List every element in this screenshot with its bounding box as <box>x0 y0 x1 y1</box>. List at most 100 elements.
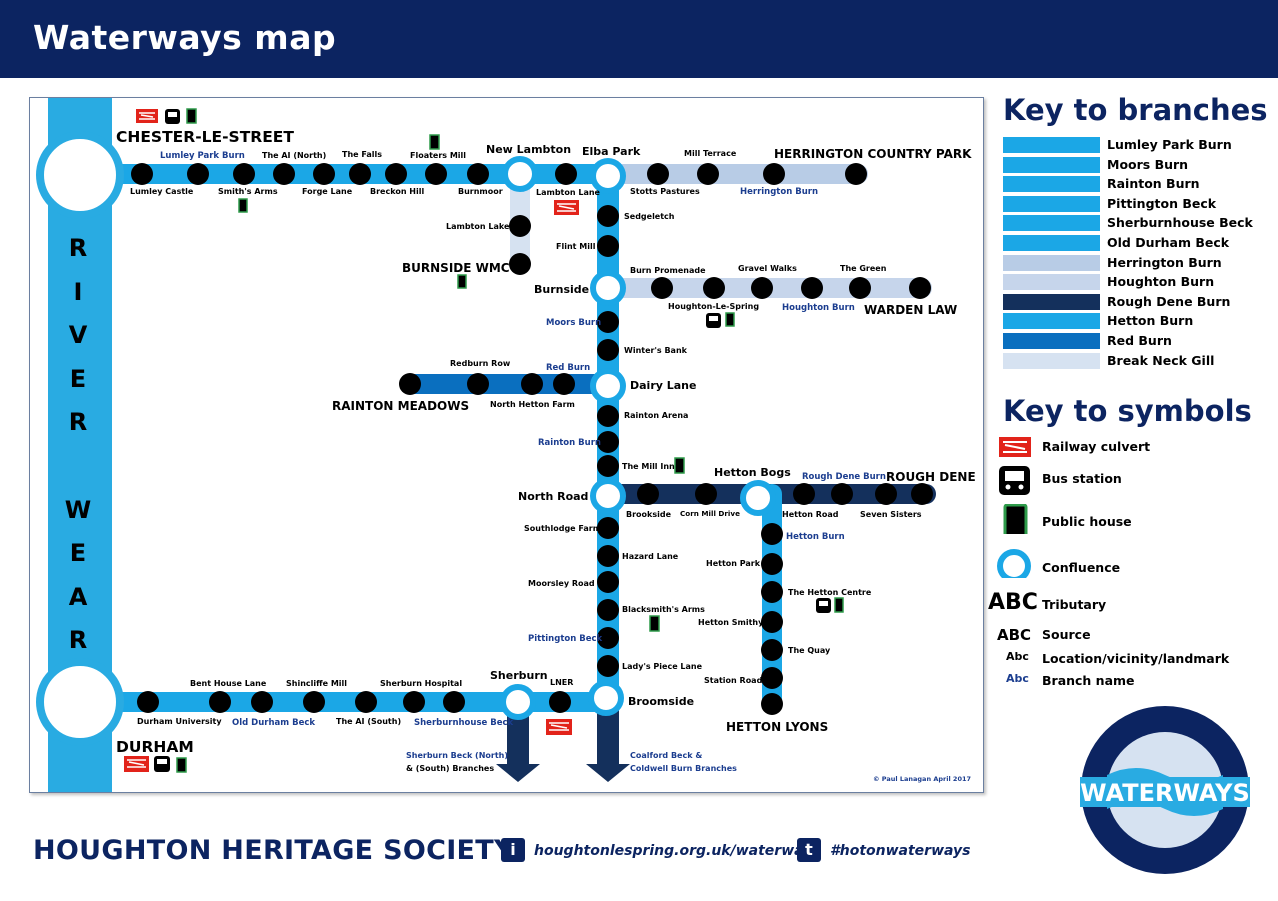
symbol-label: Confluence <box>1042 560 1121 575</box>
station-dot[interactable] <box>597 311 619 333</box>
station-dot[interactable] <box>273 163 295 185</box>
station-dot[interactable] <box>845 163 867 185</box>
station-dot[interactable] <box>597 517 619 539</box>
station-dot[interactable] <box>137 691 159 713</box>
station-dot[interactable] <box>597 455 619 477</box>
station-dot[interactable] <box>597 205 619 227</box>
station-dot[interactable] <box>911 483 933 505</box>
station-dot[interactable] <box>761 611 783 633</box>
station-dot[interactable] <box>597 599 619 621</box>
station-dot[interactable] <box>801 277 823 299</box>
station-dot[interactable] <box>761 523 783 545</box>
river-letter: W <box>65 496 91 524</box>
station-dot[interactable] <box>597 235 619 257</box>
confluence-label: Broomside <box>628 695 694 708</box>
station-dot[interactable] <box>831 483 853 505</box>
station-dot[interactable] <box>597 655 619 677</box>
station-dot[interactable] <box>849 277 871 299</box>
branch-key-label: Lumley Park Burn <box>1107 137 1232 152</box>
website-link[interactable]: houghtonlespring.org.uk/waterways <box>534 843 821 859</box>
confluence-north-road[interactable] <box>590 478 626 514</box>
station-dot[interactable] <box>597 545 619 567</box>
station-dot[interactable] <box>751 277 773 299</box>
station-dot[interactable] <box>761 639 783 661</box>
station-dot[interactable] <box>313 163 335 185</box>
station-dot[interactable] <box>763 163 785 185</box>
station-dot[interactable] <box>597 431 619 453</box>
station-dot[interactable] <box>251 691 273 713</box>
station-dot[interactable] <box>425 163 447 185</box>
station-dot[interactable] <box>597 627 619 649</box>
station-dot[interactable] <box>549 691 571 713</box>
station-label: Lambton Lake <box>446 222 510 231</box>
station-dot[interactable] <box>761 553 783 575</box>
station-dot[interactable] <box>637 483 659 505</box>
station-dot[interactable] <box>597 405 619 427</box>
confluence-elba-park[interactable] <box>590 158 626 194</box>
station-dot[interactable] <box>303 691 325 713</box>
station-dot[interactable] <box>443 691 465 713</box>
symbol-label: Railway culvert <box>1042 439 1151 454</box>
confluence-broomside[interactable] <box>588 680 624 716</box>
durham-confluence[interactable] <box>36 658 124 746</box>
outflow-note: Sherburn Beck (North) <box>406 751 508 760</box>
station-dot[interactable] <box>553 373 575 395</box>
branch-key-label: Break Neck Gill <box>1107 352 1215 368</box>
info-icon: i <box>501 838 525 862</box>
station-dot[interactable] <box>187 163 209 185</box>
station-dot[interactable] <box>555 163 577 185</box>
confluence-dairy-lane[interactable] <box>590 368 626 404</box>
public-house-icon <box>674 457 685 474</box>
station-dot[interactable] <box>509 215 531 237</box>
station-dot[interactable] <box>647 163 669 185</box>
station-dot[interactable] <box>349 163 371 185</box>
station-dot[interactable] <box>233 163 255 185</box>
station-label: Sherburn Hospital <box>380 679 462 688</box>
station-dot[interactable] <box>209 691 231 713</box>
station-dot[interactable] <box>909 277 931 299</box>
station-dot[interactable] <box>651 277 673 299</box>
page-title: Waterways map <box>33 18 337 57</box>
station-dot[interactable] <box>467 373 489 395</box>
tributary-sample: ABC <box>988 590 1038 615</box>
station-dot[interactable] <box>761 581 783 603</box>
station-dot[interactable] <box>695 483 717 505</box>
outflow-note: Coldwell Burn Branches <box>630 764 737 773</box>
station-dot[interactable] <box>597 571 619 593</box>
station-dot[interactable] <box>875 483 897 505</box>
public-house-icon <box>238 198 248 213</box>
confluence-burnside[interactable] <box>590 270 626 306</box>
station-dot[interactable] <box>521 373 543 395</box>
confluence-sherburn[interactable] <box>500 684 536 720</box>
confluence-label: Hetton Bogs <box>714 466 791 479</box>
station-dot[interactable] <box>385 163 407 185</box>
station-dot[interactable] <box>355 691 377 713</box>
station-label: Floaters Mill <box>410 151 466 160</box>
station-dot[interactable] <box>703 277 725 299</box>
station-label: The AI (South) <box>336 717 401 726</box>
station-label: Hazard Lane <box>622 552 679 561</box>
station-dot[interactable] <box>399 373 421 395</box>
symbol-label: Branch name <box>1042 673 1135 688</box>
station-dot[interactable] <box>467 163 489 185</box>
station-dot[interactable] <box>697 163 719 185</box>
station-dot[interactable] <box>131 163 153 185</box>
branch-key-label: Rainton Burn <box>1107 176 1200 192</box>
branch-swatch <box>1003 156 1100 173</box>
station-dot[interactable] <box>761 693 783 715</box>
branch-key-label: Houghton Burn <box>1107 274 1215 290</box>
station-dot[interactable] <box>403 691 425 713</box>
station-dot[interactable] <box>597 339 619 361</box>
station-label: Brookside <box>626 510 672 519</box>
station-dot[interactable] <box>509 253 531 275</box>
hashtag-link[interactable]: #hotonwaterways <box>830 843 971 859</box>
confluence-label: Dairy Lane <box>630 379 696 392</box>
terminal-label: CHESTER-LE-STREET <box>116 128 294 146</box>
station-dot[interactable] <box>793 483 815 505</box>
river-letter: A <box>69 583 88 611</box>
confluence-hetton-bogs[interactable] <box>740 480 776 516</box>
chester-le-street-confluence[interactable] <box>36 131 124 219</box>
confluence-new-lambton[interactable] <box>502 156 538 192</box>
station-dot[interactable] <box>761 667 783 689</box>
branch-swatch <box>1003 195 1100 212</box>
